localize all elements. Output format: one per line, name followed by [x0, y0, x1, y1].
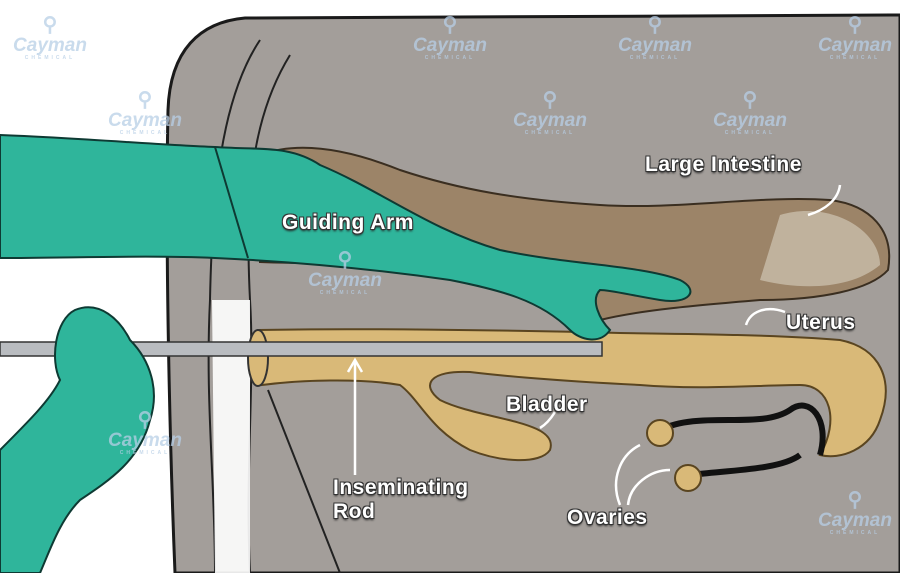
body-line: [267, 389, 341, 573]
ovary: [646, 419, 674, 447]
oviduct: [658, 402, 826, 456]
arrow-rod-head: [346, 357, 364, 373]
arrow-large-intestine: [807, 184, 842, 217]
label-ovaries: Ovaries: [567, 506, 648, 529]
label-bladder: Bladder: [506, 393, 588, 416]
inseminating-rod: [0, 341, 603, 357]
arrows: [346, 184, 842, 506]
cervix-opening: [247, 329, 269, 387]
glove-cuff-line: [214, 146, 249, 259]
hand: [0, 306, 155, 573]
tail-gap: [212, 300, 250, 573]
ovary-2: [674, 464, 702, 492]
oviduct-2: [689, 452, 802, 478]
tail-line: [207, 39, 261, 573]
reproductive-tract: [256, 328, 887, 462]
guiding-arm: [0, 133, 692, 341]
arrow-ovary-2: [626, 468, 671, 506]
arrow-ovary-1: [614, 443, 641, 506]
intestine-highlight: [760, 211, 880, 287]
label-rod: Rod: [333, 500, 376, 523]
label-large-intestine: Large Intestine: [645, 153, 802, 176]
label-inseminating: Inseminating: [333, 476, 469, 499]
label-guiding-arm: Guiding Arm: [282, 211, 414, 234]
label-uterus: Uterus: [786, 311, 856, 334]
arrow-bladder: [539, 411, 557, 430]
arrow-uterus: [744, 308, 786, 326]
